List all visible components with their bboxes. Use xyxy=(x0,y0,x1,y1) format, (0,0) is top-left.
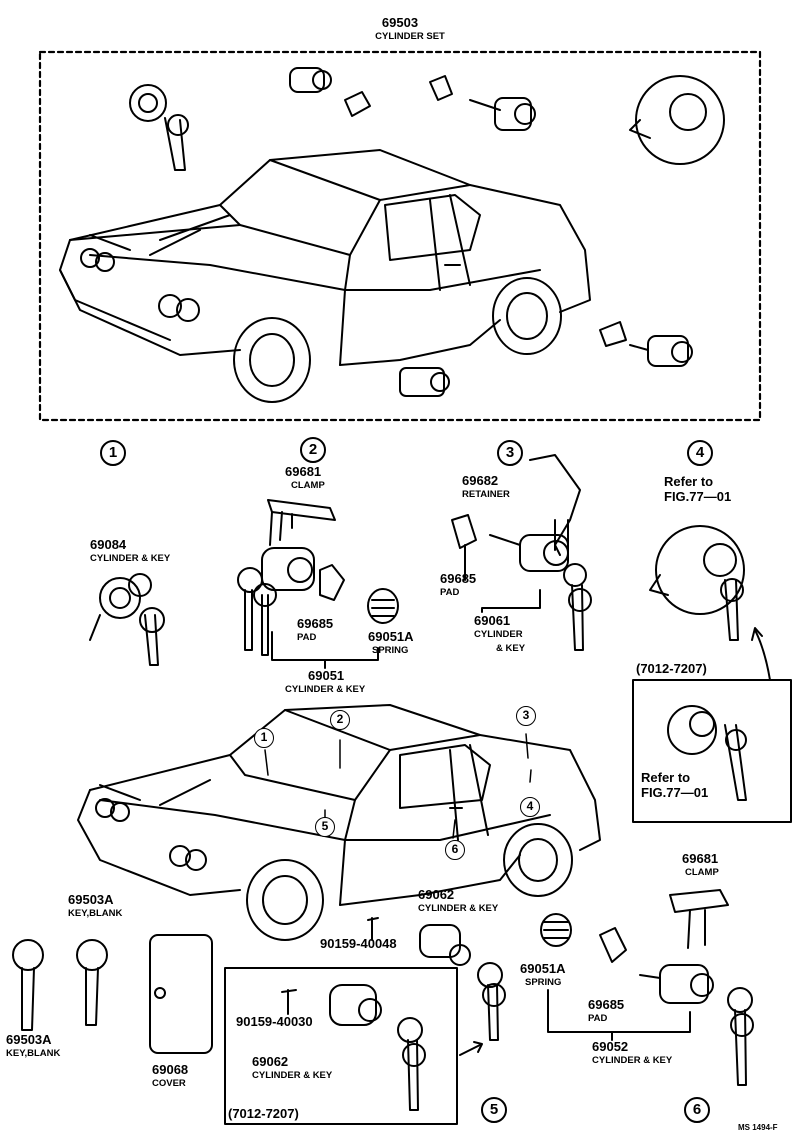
part-69062-b-number: 69062 xyxy=(252,1054,289,1069)
car-marker-2: 2 xyxy=(330,710,350,730)
part-69051A-a-number: 69051A xyxy=(368,629,414,644)
sec4-cap xyxy=(649,525,771,681)
car-marker-4: 4 xyxy=(520,797,540,817)
part-69068-number: 69068 xyxy=(152,1062,189,1077)
part-69068-name: COVER xyxy=(152,1078,186,1089)
part-69685-c-number: 69685 xyxy=(588,997,625,1012)
cylinder-set-label: CYLINDER SET xyxy=(375,31,445,42)
part-69051A-b-number: 69051A xyxy=(520,961,566,976)
cover-69068 xyxy=(149,934,213,1054)
section-6-marker: 6 xyxy=(684,1097,710,1123)
part-69681-bot-number: 69681 xyxy=(682,851,719,866)
part-69061-name: CYLINDER xyxy=(474,629,523,640)
part-69503A-b-name: KEY,BLANK xyxy=(68,908,123,919)
part-90159-40030: 90159-40030 xyxy=(236,1014,313,1029)
sec2-assembly xyxy=(237,499,399,669)
section-4-marker: 4 xyxy=(687,440,713,466)
part-69682-number: 69682 xyxy=(462,473,499,488)
refer-fig-inset-line1: Refer to xyxy=(641,770,691,785)
key-blank-left xyxy=(12,939,44,1031)
car-marker-5: 5 xyxy=(315,817,335,837)
date-range-right: (7012-7207) xyxy=(636,661,707,676)
part-69685-a-number: 69685 xyxy=(297,616,334,631)
inset-box-5 xyxy=(224,967,458,1125)
cylinder-set-frame xyxy=(38,50,762,422)
part-69682-name: RETAINER xyxy=(462,489,510,500)
sec1-cylinder-key xyxy=(89,573,165,666)
bottom-car-illustration xyxy=(77,704,601,941)
set-cylinder-icons xyxy=(129,67,725,397)
part-69062-a-number: 69062 xyxy=(418,887,455,902)
part-69685-a-name: PAD xyxy=(297,632,317,643)
car-marker-6: 6 xyxy=(445,840,465,860)
refer-fig-top: Refer to FIG.77—01 xyxy=(664,474,732,505)
refer-fig-inset: Refer to FIG.77—01 xyxy=(641,770,709,801)
inset-right-cap xyxy=(667,705,747,801)
part-69062-a-name: CYLINDER & KEY xyxy=(418,903,499,914)
refer-fig-top-line1: Refer to xyxy=(664,474,714,489)
inset-box-right xyxy=(632,679,792,823)
part-69681-top-number: 69681 xyxy=(285,464,322,479)
part-69685-b-number: 69685 xyxy=(440,571,477,586)
refer-fig-inset-line2: FIG.77—01 xyxy=(641,784,709,800)
part-69051-name: CYLINDER & KEY xyxy=(285,684,366,695)
leader-lines xyxy=(264,733,532,839)
part-69685-c-name: PAD xyxy=(588,1013,608,1024)
part-69685-b-name: PAD xyxy=(440,587,460,598)
refer-fig-top-line2: FIG.77—01 xyxy=(664,488,732,504)
sec6-parts xyxy=(540,889,754,1086)
part-69061-number: 69061 xyxy=(474,613,511,628)
sec5-parts xyxy=(367,917,506,1041)
car-marker-3: 3 xyxy=(516,706,536,726)
part-69084-number: 69084 xyxy=(90,537,127,552)
part-69051-number: 69051 xyxy=(308,668,345,683)
date-range-inset-5: (7012-7207) xyxy=(228,1106,299,1121)
figure-code: MS 1494-F xyxy=(738,1123,778,1132)
part-69681-top-name: CLAMP xyxy=(291,480,325,491)
part-69051A-b-name: SPRING xyxy=(525,977,562,988)
section-1-marker: 1 xyxy=(100,440,126,466)
part-69061-name2: & KEY xyxy=(496,643,526,654)
part-69052-number: 69052 xyxy=(592,1039,629,1054)
part-69062-b-name: CYLINDER & KEY xyxy=(252,1070,333,1081)
part-90159-40048: 90159-40048 xyxy=(320,936,397,951)
inset-5-parts xyxy=(281,984,483,1111)
section-2-marker: 2 xyxy=(300,437,326,463)
car-marker-1: 1 xyxy=(254,728,274,748)
part-69681-bot-name: CLAMP xyxy=(685,867,719,878)
part-69051A-a-name: SPRING xyxy=(372,645,409,656)
top-car-illustration xyxy=(59,149,591,403)
section-3-marker: 3 xyxy=(497,440,523,466)
key-blank-mid xyxy=(76,939,108,1026)
part-69503A-b-number: 69503A xyxy=(68,892,114,907)
part-69052-name: CYLINDER & KEY xyxy=(592,1055,673,1066)
section-5-marker: 5 xyxy=(481,1097,507,1123)
part-69084-name: CYLINDER & KEY xyxy=(90,553,171,564)
part-69503A-a-name: KEY,BLANK xyxy=(6,1048,61,1059)
cylinder-set-number: 69503 xyxy=(381,15,419,30)
part-69503A-a-number: 69503A xyxy=(6,1032,52,1047)
sec3-assembly xyxy=(451,454,592,651)
